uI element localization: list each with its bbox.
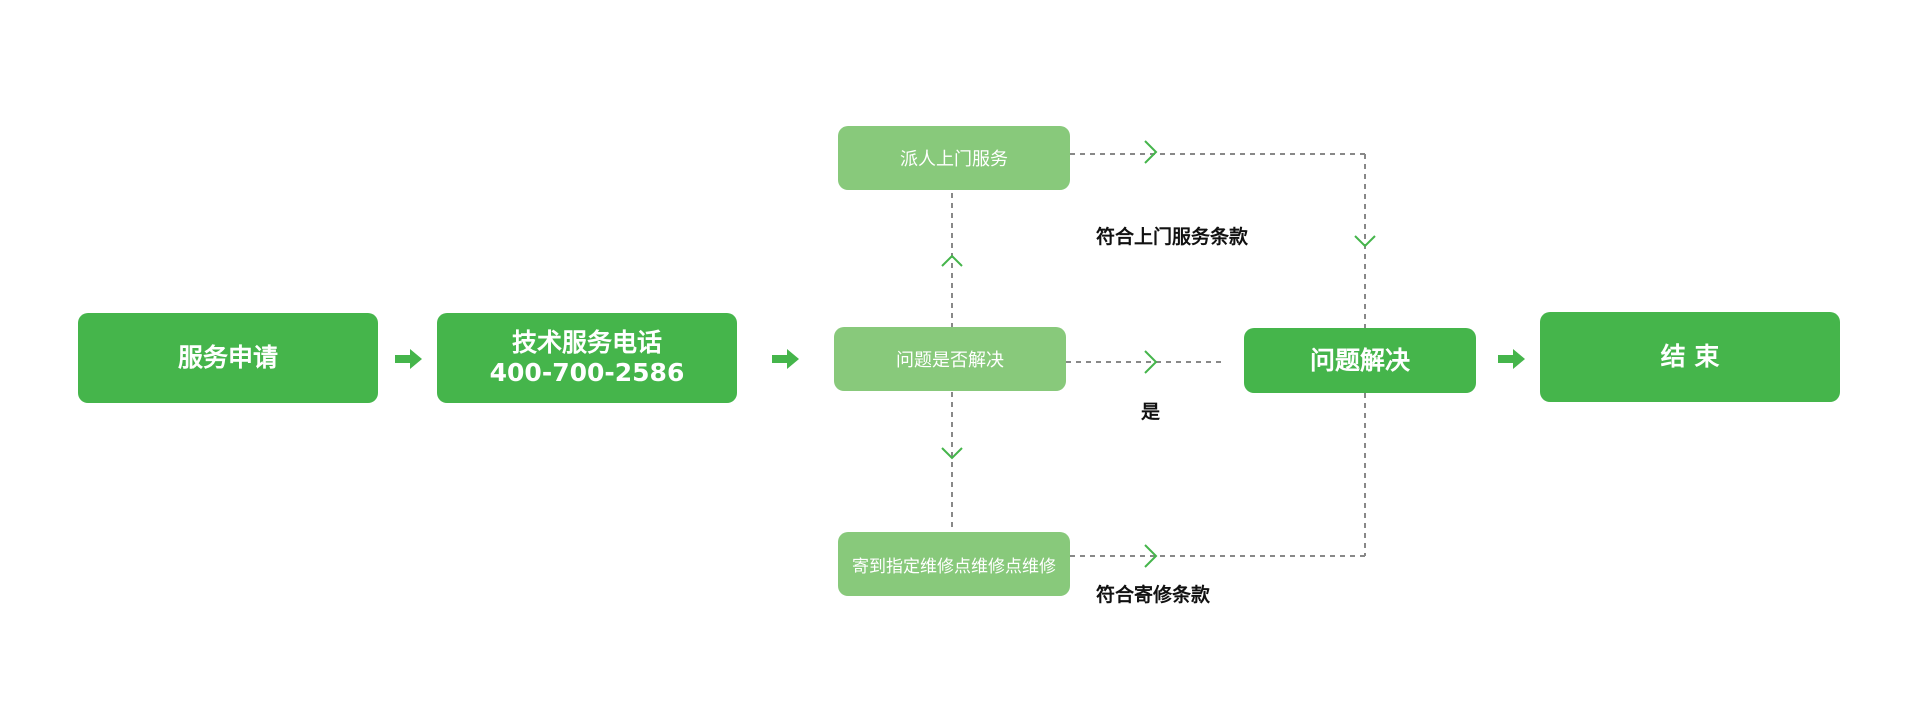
chevron-up-icon bbox=[941, 254, 963, 267]
end-box: 结 束 bbox=[1540, 312, 1840, 402]
onsite-label: 派人上门服务 bbox=[900, 149, 1008, 170]
mail-label: 寄到指定维修点维修点维修 bbox=[852, 556, 1056, 577]
resolved-label: 问题解决 bbox=[1309, 345, 1410, 375]
apply-box: 服务申请 bbox=[78, 313, 378, 403]
arrow-right-icon bbox=[772, 349, 799, 369]
hotline-title: 技术服务电话 bbox=[511, 328, 662, 357]
arrow-right-icon bbox=[395, 349, 422, 369]
apply-label: 服务申请 bbox=[177, 343, 278, 372]
end-label: 结 束 bbox=[1660, 342, 1720, 371]
hotline-number: 400-700-2586 bbox=[489, 358, 685, 387]
mail-box: 寄到指定维修点维修点维修 bbox=[838, 532, 1070, 596]
chevron-down-icon bbox=[941, 447, 963, 460]
mail-terms-label: 符合寄修条款 bbox=[1096, 584, 1211, 606]
resolved-box: 问题解决 bbox=[1244, 328, 1476, 393]
onsite-box: 派人上门服务 bbox=[838, 126, 1070, 190]
arrow-right-icon bbox=[1498, 349, 1525, 369]
chevron-right-icon bbox=[1144, 140, 1158, 164]
onsite-terms-label: 符合上门服务条款 bbox=[1096, 226, 1249, 248]
chevron-right-icon bbox=[1144, 544, 1158, 568]
chevron-right-icon bbox=[1144, 350, 1158, 374]
check-box: 问题是否解决 bbox=[834, 327, 1066, 391]
chevron-down-icon bbox=[1354, 235, 1376, 248]
check-label: 问题是否解决 bbox=[896, 350, 1004, 371]
hotline-box: 技术服务电话 400-700-2586 bbox=[437, 313, 737, 403]
yes-label: 是 bbox=[1141, 401, 1161, 423]
